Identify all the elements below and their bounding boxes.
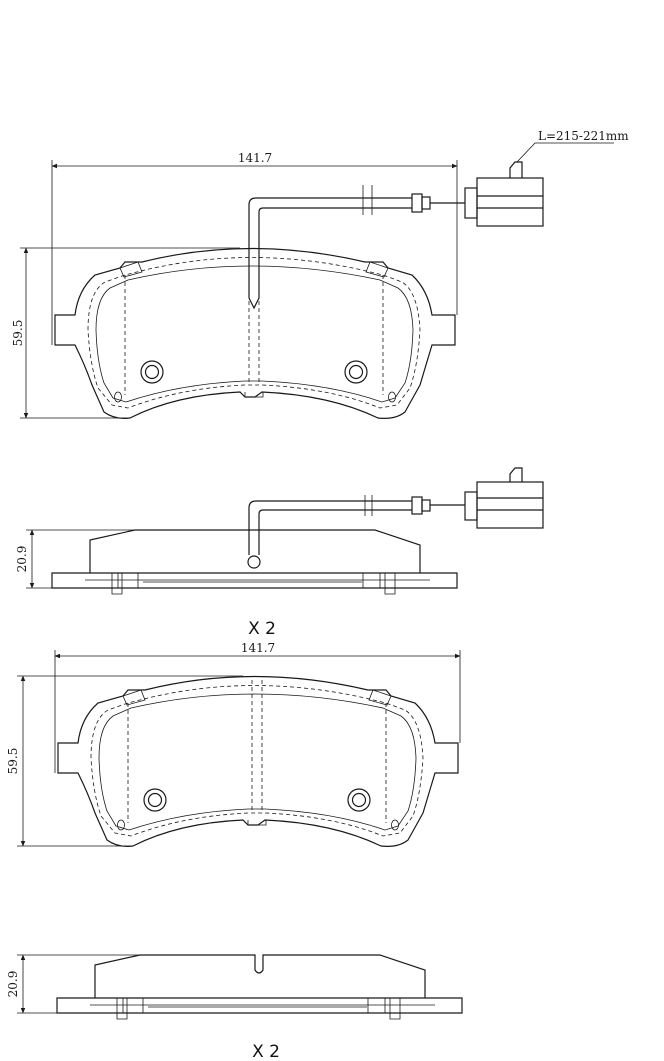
pad2-quantity: X 2 xyxy=(252,1042,280,1061)
height-dimension-label: 59.5 xyxy=(6,748,20,775)
thickness-dimension-label: 20.9 xyxy=(6,971,20,998)
width-dimension-label: 141.7 xyxy=(241,641,275,655)
connector xyxy=(464,161,544,227)
width-dimension-label: 141.7 xyxy=(238,151,272,165)
wear-sensor-wire xyxy=(248,197,412,250)
thickness-dimension-label: 20.9 xyxy=(15,546,29,573)
pad1-quantity: X 2 xyxy=(248,619,276,639)
pad1-side-view: 20.9 xyxy=(15,467,544,595)
pad2-front-view: 141.7 59.5 xyxy=(6,641,461,848)
wire-length-leader xyxy=(516,142,614,163)
pad1-front-view: L=215-221mm 141.7 59.5 xyxy=(11,129,629,419)
wire-length-label: L=215-221mm xyxy=(538,129,629,143)
pad2-side-view: 20.9 xyxy=(6,954,463,1020)
height-dimension-label: 59.5 xyxy=(11,320,25,347)
